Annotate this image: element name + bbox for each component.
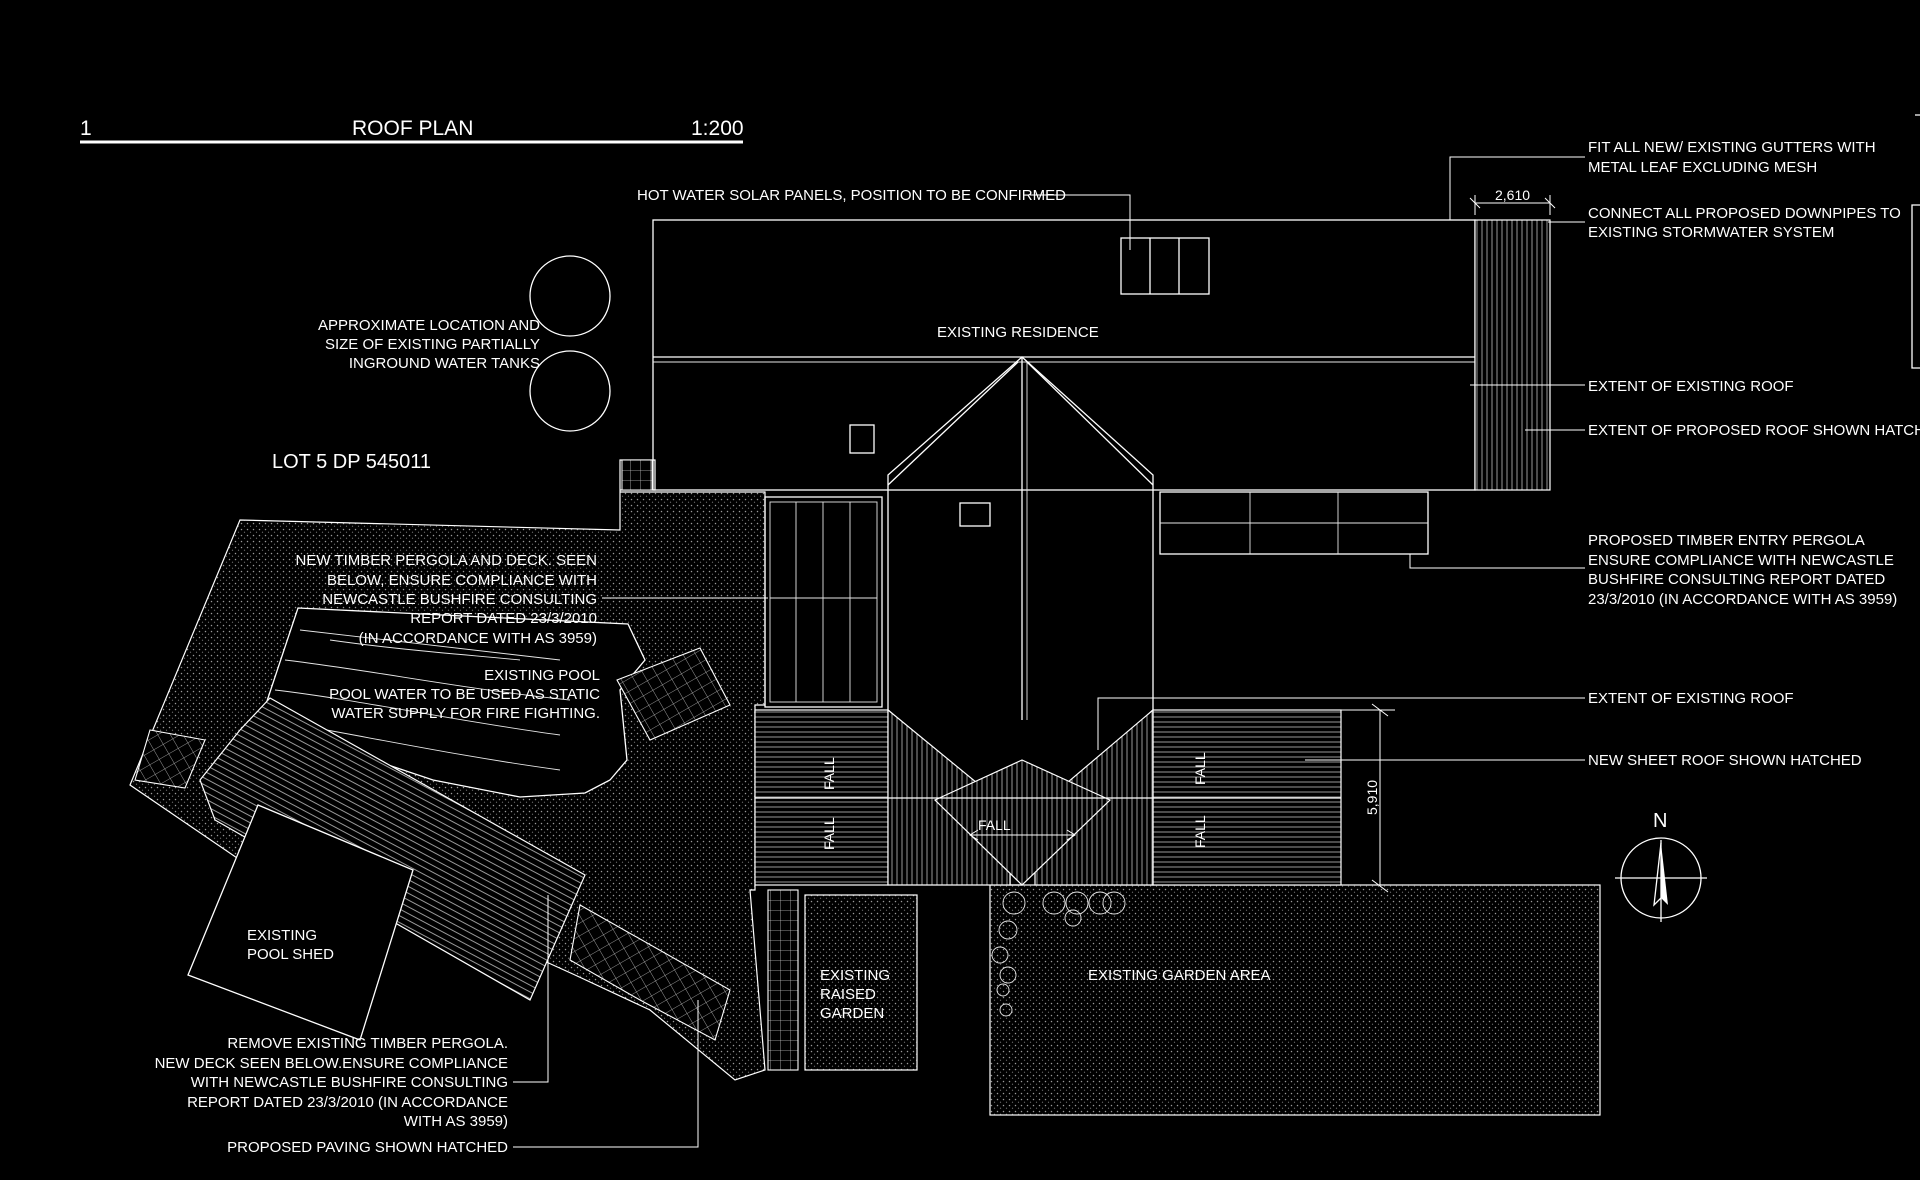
pool-shed-label: EXISTING bbox=[247, 927, 317, 944]
note-pool: WATER SUPPLY FOR FIRE FIGHTING. bbox=[331, 705, 600, 722]
note-remove-pergola: WITH AS 3959) bbox=[404, 1113, 508, 1130]
raised-garden bbox=[804, 894, 918, 1071]
note-downpipes: CONNECT ALL PROPOSED DOWNPIPES TO bbox=[1588, 205, 1901, 222]
note-water-tanks: INGROUND WATER TANKS bbox=[349, 355, 540, 372]
entry-pergola bbox=[1159, 491, 1429, 555]
note-entry-pergola: ENSURE COMPLIANCE WITH NEWCASTLE bbox=[1588, 552, 1894, 569]
note-water-tanks: APPROXIMATE LOCATION AND bbox=[318, 317, 540, 334]
fall-label: FALL bbox=[1192, 815, 1208, 848]
corner-box bbox=[621, 459, 653, 491]
new-deck bbox=[199, 697, 586, 1001]
garden-label: EXISTING GARDEN AREA bbox=[1088, 967, 1271, 984]
note-pergola-deck: BELOW, ENSURE COMPLIANCE WITH bbox=[327, 572, 597, 589]
paving-strip-bottom bbox=[569, 904, 731, 1041]
note-pergola-deck: NEW TIMBER PERGOLA AND DECK. SEEN bbox=[296, 552, 597, 569]
leader-solar bbox=[1030, 194, 1131, 250]
note-entry-pergola: BUSHFIRE CONSULTING REPORT DATED bbox=[1588, 571, 1885, 588]
fall-label: FALL bbox=[821, 757, 837, 790]
drawing-number: 1 bbox=[80, 117, 92, 140]
note-remove-pergola: REMOVE EXISTING TIMBER PERGOLA. bbox=[227, 1035, 508, 1052]
note-pergola-deck: (IN ACCORDANCE WITH AS 3959) bbox=[359, 630, 597, 647]
fall-labels: FALL FALL FALL FALL FALL bbox=[821, 752, 1208, 850]
note-entry-pergola: PROPOSED TIMBER ENTRY PERGOLA bbox=[1588, 532, 1865, 549]
paving-strip-left bbox=[134, 729, 206, 789]
skylight-2 bbox=[959, 502, 991, 527]
drawing-title: ROOF PLAN bbox=[352, 117, 473, 140]
note-existing-roof: EXTENT OF EXISTING ROOF bbox=[1588, 690, 1794, 707]
hip-right bbox=[1026, 361, 1154, 486]
raised-garden-label: EXISTING bbox=[820, 967, 890, 984]
solar-panels bbox=[1120, 237, 1210, 295]
garden-shrubs bbox=[991, 891, 1126, 1017]
skylight-1 bbox=[849, 424, 875, 454]
garden-area bbox=[989, 884, 1601, 1116]
note-remove-pergola: NEW DECK SEEN BELOW.ENSURE COMPLIANCE bbox=[155, 1055, 508, 1072]
note-remove-pergola: WITH NEWCASTLE BUSHFIRE CONSULTING bbox=[191, 1074, 508, 1091]
hip-left bbox=[887, 361, 1019, 486]
note-remove-pergola: REPORT DATED 23/3/2010 (IN ACCORDANCE bbox=[187, 1094, 508, 1111]
lot-label: LOT 5 DP 545011 bbox=[272, 451, 431, 473]
note-gutters: METAL LEAF EXCLUDING MESH bbox=[1588, 159, 1817, 176]
proposed-roof-strip bbox=[1474, 219, 1551, 491]
sheet-border-fragment bbox=[1911, 114, 1920, 369]
leader-entry-pergola bbox=[1409, 554, 1585, 569]
leader-existing-roof-2 bbox=[1097, 697, 1585, 750]
raised-garden-label: GARDEN bbox=[820, 1005, 884, 1022]
north-label: N bbox=[1653, 810, 1667, 832]
ground-areas bbox=[129, 459, 1601, 1116]
sheet-roof-centre bbox=[933, 759, 1112, 886]
paving-strip-raised bbox=[767, 889, 799, 1071]
fall-label: FALL bbox=[1192, 752, 1208, 785]
note-pool: EXISTING POOL bbox=[484, 667, 600, 684]
fall-arrow bbox=[969, 829, 1076, 841]
note-pergola-deck: NEWCASTLE BUSHFIRE CONSULTING bbox=[322, 591, 597, 608]
note-sheet-roof: NEW SHEET ROOF SHOWN HATCHED bbox=[1588, 752, 1862, 769]
residence-roof bbox=[621, 219, 1551, 886]
north-arrow: N bbox=[1615, 810, 1707, 922]
note-paving: PROPOSED PAVING SHOWN HATCHED bbox=[227, 1139, 508, 1156]
water-tank-1 bbox=[529, 255, 611, 337]
note-proposed-roof: EXTENT OF PROPOSED ROOF SHOWN HATCHED bbox=[1588, 422, 1920, 439]
note-entry-pergola: 23/3/2010 (IN ACCORDANCE WITH AS 3959) bbox=[1588, 591, 1897, 608]
note-pool: POOL WATER TO BE USED AS STATIC bbox=[329, 686, 600, 703]
timber-pergola-left bbox=[764, 496, 883, 708]
pool-water-lines bbox=[269, 629, 571, 771]
pool-shed-label: POOL SHED bbox=[247, 946, 334, 963]
new-sheet-roof bbox=[754, 708, 1342, 886]
pool-shed bbox=[187, 804, 414, 1041]
leader-lines bbox=[513, 156, 1585, 1148]
area-labels: EXISTING RESIDENCE EXISTING POOL SHED EX… bbox=[247, 324, 1271, 1022]
drawing-scale: 1:200 bbox=[691, 117, 744, 140]
dimension-gutter-offset: 2,610 bbox=[1495, 187, 1530, 203]
residence-label: EXISTING RESIDENCE bbox=[937, 324, 1099, 341]
dimensions: 2,610 5,910 bbox=[1341, 187, 1556, 893]
water-tank-2 bbox=[529, 350, 611, 432]
fall-label: FALL bbox=[821, 817, 837, 850]
note-water-tanks: SIZE OF EXISTING PARTIALLY bbox=[325, 336, 540, 353]
raised-garden-label: RAISED bbox=[820, 986, 876, 1003]
water-tanks bbox=[529, 255, 611, 432]
main-roof-outline bbox=[652, 219, 1476, 491]
paving-strip-pool bbox=[616, 647, 731, 741]
fall-label: FALL bbox=[978, 817, 1011, 833]
title-block: 1 ROOF PLAN 1:200 bbox=[80, 117, 744, 144]
note-existing-roof: EXTENT OF EXISTING ROOF bbox=[1588, 378, 1794, 395]
note-solar: HOT WATER SOLAR PANELS, POSITION TO BE C… bbox=[637, 187, 1066, 204]
notes: HOT WATER SOLAR PANELS, POSITION TO BE C… bbox=[155, 139, 1920, 1156]
dimension-rear-roof: 5,910 bbox=[1364, 780, 1380, 815]
note-downpipes: EXISTING STORMWATER SYSTEM bbox=[1588, 224, 1834, 241]
note-gutters: FIT ALL NEW/ EXISTING GUTTERS WITH bbox=[1588, 139, 1876, 156]
note-pergola-deck: REPORT DATED 23/3/2010 bbox=[410, 610, 597, 627]
leader-paving bbox=[513, 1000, 699, 1148]
leader-remove-pergola bbox=[513, 895, 549, 1083]
leader-gutters bbox=[1449, 156, 1585, 220]
